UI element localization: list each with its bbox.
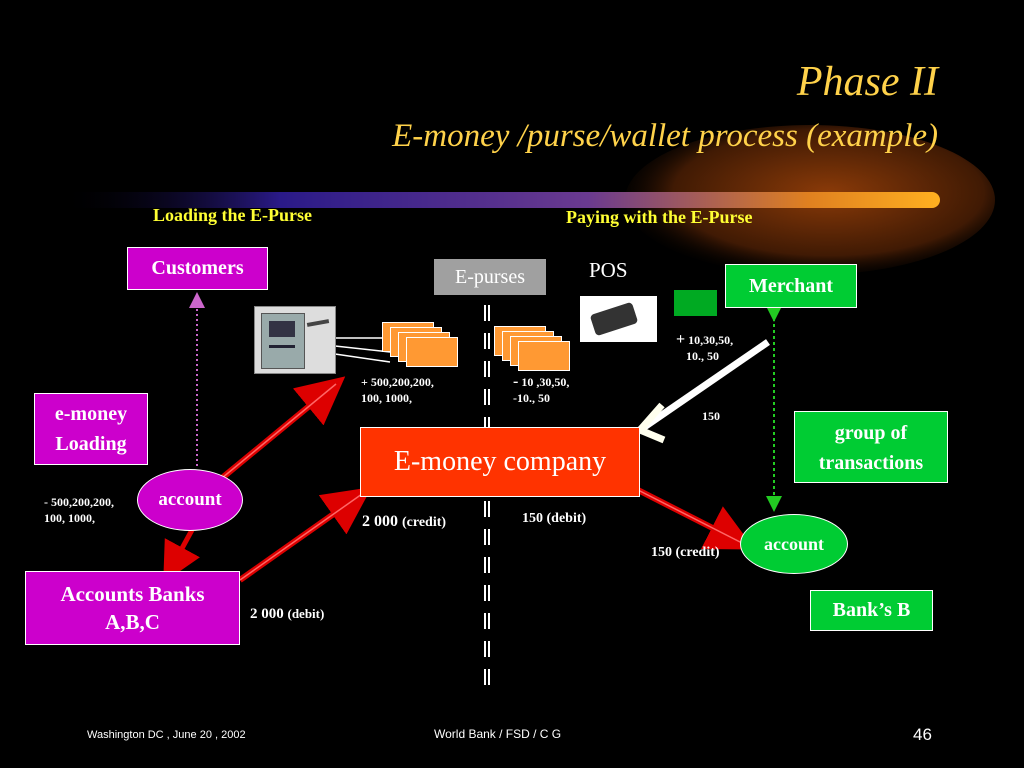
group-transactions-box: group of transactions [794, 411, 948, 483]
merchant-card-icon [674, 290, 717, 316]
pos-terminal-image [580, 296, 657, 342]
epurses-label: E-purses [434, 259, 546, 295]
footer-left: Washington DC , June 20 , 2002 [87, 729, 246, 741]
pay-minus-amounts: - 10 ,30,50, -10., 50 [513, 374, 569, 406]
group-line1: group of [834, 422, 908, 444]
loaded-cards-icon [382, 322, 464, 370]
group-line2: transactions [818, 452, 924, 474]
title-line-1: Phase II [796, 59, 938, 105]
customers-box: Customers [127, 247, 268, 290]
banks-b-box: Bank’s B [810, 590, 933, 631]
account-right-oval: account [740, 514, 848, 574]
emoney-loading-box: e-money Loading [34, 393, 148, 465]
paying-cards-icon [494, 326, 574, 374]
company-debit-amount: 150 (debit) [522, 511, 587, 526]
merchant-150: 150 [702, 409, 720, 423]
title-line-2: E-money /purse/wallet process (example) [392, 118, 938, 154]
accounts-banks-line1: Accounts Banks [60, 582, 205, 606]
merchant-plus-line1: 10,30,50, [688, 333, 734, 347]
bank-credit-amount: 150 (credit) [651, 545, 720, 560]
company-credit-amount: 2 000 (credit) [362, 513, 446, 531]
purse-credit-amounts: + 500,200,200, 100, 1000, [361, 374, 434, 406]
accounts-banks-box: Accounts Banks A,B,C [25, 571, 240, 645]
atm-image [254, 306, 336, 374]
merchant-box: Merchant [725, 264, 857, 308]
section-paying: Paying with the E-Purse [566, 207, 753, 227]
merchant-company-arrow [638, 339, 770, 433]
merchant-plus-line2: 10., 50 [686, 349, 719, 363]
accounts-banks-line2: A,B,C [105, 610, 160, 634]
purse-credit-line2: 100, 1000, [361, 391, 412, 405]
emoney-company-box: E-money company [360, 427, 640, 497]
banks-debit-amount: 2 000 (debit) [250, 606, 324, 623]
pay-minus-line2: -10., 50 [513, 391, 550, 405]
left-debit-amounts: - 500,200,200, 100, 1000, [44, 494, 114, 526]
emoney-loading-line1: e-money [54, 403, 128, 425]
pay-minus-line1: 10 ,30,50, [521, 375, 570, 389]
left-debit-line1: - 500,200,200, [44, 495, 114, 509]
pay-minus-sign: - [513, 373, 519, 390]
emoney-loading-line2: Loading [55, 433, 127, 455]
account-banks-arrow [163, 528, 200, 583]
page-number: 46 [913, 725, 932, 744]
left-debit-line2: 100, 1000, [44, 511, 95, 525]
footer-center: World Bank / FSD / C G [434, 727, 562, 741]
merchant-plus-sign: + [676, 331, 686, 348]
account-left-oval: account [137, 469, 243, 531]
banks-debit-number: 2 000 [250, 606, 284, 622]
company-credit-label: (credit) [402, 515, 447, 530]
pos-label: POS [589, 258, 628, 282]
purse-credit-line1: + 500,200,200, [361, 375, 434, 389]
company-credit-number: 2 000 [362, 513, 398, 530]
merchant-plus-amounts: + 10,30,50, 10., 50 [676, 332, 733, 364]
section-loading: Loading the E-Purse [153, 205, 313, 225]
banks-debit-label: (debit) [287, 606, 325, 621]
